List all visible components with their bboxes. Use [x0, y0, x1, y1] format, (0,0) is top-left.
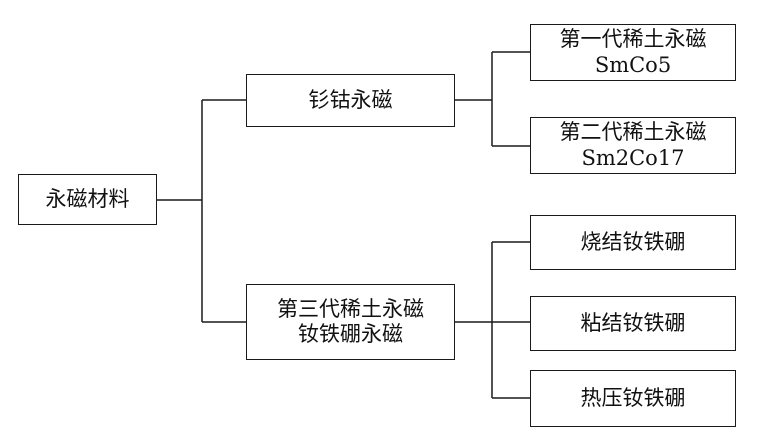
branch-node-label-line1: 第三代稀土永磁	[277, 296, 424, 321]
leaf-node-label-line2: Sm2Co17	[581, 145, 685, 170]
branch-node-label-line2: 钕铁硼永磁	[298, 322, 403, 346]
leaf-node-label-line2: SmCo5	[594, 52, 672, 77]
branch-node-label: 钐钴永磁	[308, 87, 393, 112]
leaf-node-label: 烧结钕铁硼	[580, 229, 686, 254]
leaf-node-hotpressed: 热压钕铁硼	[530, 370, 736, 427]
branch-node-ndfeb: 第三代稀土永磁 钕铁硼永磁	[246, 284, 455, 360]
leaf-node-sintered: 烧结钕铁硼	[530, 215, 736, 270]
branch-node-smco: 钐钴永磁	[246, 74, 455, 127]
leaf-node-sm2co17: 第二代稀土永磁 Sm2Co17	[530, 117, 736, 174]
root-node-label: 永磁材料	[45, 186, 130, 211]
leaf-node-label-line1: 第二代稀土永磁	[559, 120, 707, 145]
leaf-node-label-line1: 第一代稀土永磁	[559, 27, 707, 52]
root-node: 永磁材料	[18, 174, 157, 225]
leaf-node-label: 热压钕铁硼	[580, 385, 686, 410]
leaf-node-bonded: 粘结钕铁硼	[530, 296, 736, 351]
leaf-node-smco5: 第一代稀土永磁 SmCo5	[530, 24, 736, 81]
leaf-node-label: 粘结钕铁硼	[580, 310, 686, 335]
